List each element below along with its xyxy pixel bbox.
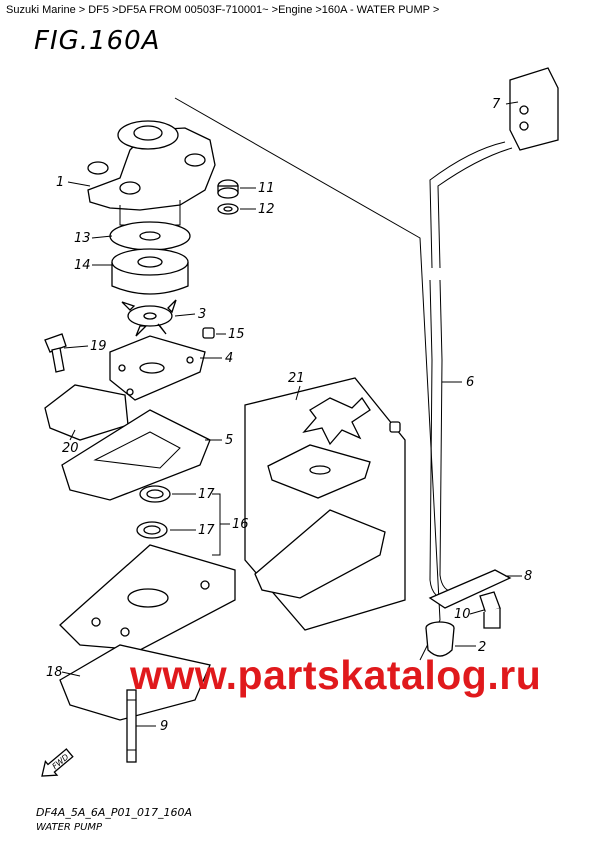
pump-plate[interactable] bbox=[109, 335, 206, 401]
callout-12: 12 bbox=[258, 202, 275, 217]
stud-bolt[interactable] bbox=[126, 689, 137, 763]
breadcrumb[interactable]: Suzuki Marine > DF5 >DF5A FROM 00503F-71… bbox=[6, 4, 440, 16]
oil-seal-lower[interactable] bbox=[136, 521, 168, 539]
callout-11: 11 bbox=[258, 181, 275, 196]
callout-16: 16 bbox=[232, 517, 249, 532]
oil-seal-upper[interactable] bbox=[139, 485, 171, 503]
callout-10: 10 bbox=[454, 607, 471, 622]
bracket-bolt[interactable] bbox=[479, 591, 501, 629]
callout-17a: 17 bbox=[198, 487, 215, 502]
callout-18: 18 bbox=[46, 665, 63, 680]
lower-gasket[interactable] bbox=[59, 644, 211, 721]
callout-8: 8 bbox=[524, 569, 532, 584]
impeller[interactable] bbox=[121, 299, 177, 337]
callout-19: 19 bbox=[90, 339, 107, 354]
pump-washer[interactable] bbox=[217, 203, 239, 215]
watermark: www.partskatalog.ru bbox=[130, 652, 542, 698]
figure-title: FIG.160A bbox=[34, 26, 161, 56]
diagram-name: WATER PUMP bbox=[36, 822, 103, 833]
callout-13: 13 bbox=[74, 231, 91, 246]
tube-bracket[interactable] bbox=[428, 569, 512, 609]
water-tube[interactable] bbox=[429, 141, 513, 601]
pump-gasket-lower[interactable] bbox=[61, 409, 211, 501]
tube-grommet[interactable] bbox=[509, 67, 559, 151]
callout-17b: 17 bbox=[198, 523, 215, 538]
pump-case[interactable] bbox=[87, 120, 216, 226]
callout-7: 7 bbox=[492, 97, 501, 112]
callout-4: 4 bbox=[225, 351, 233, 366]
tube-fitting[interactable] bbox=[425, 621, 455, 657]
callout-15: 15 bbox=[228, 327, 245, 342]
callout-2: 2 bbox=[478, 640, 486, 655]
callout-1: 1 bbox=[56, 175, 64, 190]
pump-nut[interactable] bbox=[217, 179, 239, 199]
impeller-key[interactable] bbox=[202, 327, 215, 339]
callout-3: 3 bbox=[198, 307, 206, 322]
callout-14: 14 bbox=[74, 258, 91, 273]
callout-20: 20 bbox=[62, 441, 79, 456]
repair-kit-box[interactable] bbox=[244, 377, 406, 631]
leader-lines bbox=[61, 101, 522, 727]
impeller-housing[interactable] bbox=[111, 248, 189, 295]
callout-6: 6 bbox=[466, 375, 474, 390]
callout-21: 21 bbox=[288, 371, 305, 386]
lower-pump-case[interactable] bbox=[59, 544, 236, 651]
impeller-liner[interactable] bbox=[109, 221, 191, 251]
fwd-arrow-icon: FWD bbox=[41, 748, 74, 777]
callout-9: 9 bbox=[160, 719, 168, 734]
callout-5: 5 bbox=[225, 433, 233, 448]
pump-bolt[interactable] bbox=[44, 333, 67, 373]
diagram-code: DF4A_5A_6A_P01_017_160A bbox=[36, 806, 193, 819]
